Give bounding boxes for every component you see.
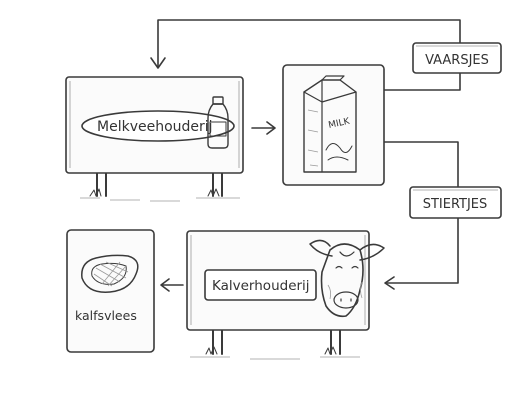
- veal-meat-card: kalfsvlees: [66, 229, 155, 353]
- veal-farm-label-box: [204, 269, 317, 301]
- dairy-to-milk-arrow: [251, 121, 276, 135]
- dairy-farm-label: Melkveehouderij: [97, 119, 213, 135]
- heifers-label: VAARSJES: [425, 53, 489, 68]
- milk-carton-text: MILK: [328, 116, 352, 130]
- heifers-tag: VAARSJES: [412, 42, 502, 74]
- veal-to-meat-arrow: [160, 278, 184, 292]
- milk-carton-icon: MILK: [303, 75, 357, 173]
- veal-farm-board: Kalverhouderij: [186, 230, 385, 360]
- dairy-farm-label-bubble: [81, 110, 235, 142]
- bull-calves-label: STIERTJES: [423, 197, 488, 212]
- heifers-arrowhead: [150, 57, 166, 69]
- bull-calves-arrowhead: [384, 276, 395, 290]
- bull-calves-tag: STIERTJES: [409, 186, 502, 219]
- dairy-farm-board: Melkveehouderij: [65, 76, 244, 202]
- veal-meat-label: kalfsvlees: [75, 308, 137, 323]
- milk-card: MILK: [282, 64, 385, 186]
- milk-bottle-icon: [207, 96, 229, 149]
- steak-icon: [81, 254, 139, 293]
- heifers-return-line: [157, 19, 461, 91]
- veal-farm-label: Kalverhouderij: [212, 278, 310, 294]
- calf-head-icon: [309, 239, 385, 318]
